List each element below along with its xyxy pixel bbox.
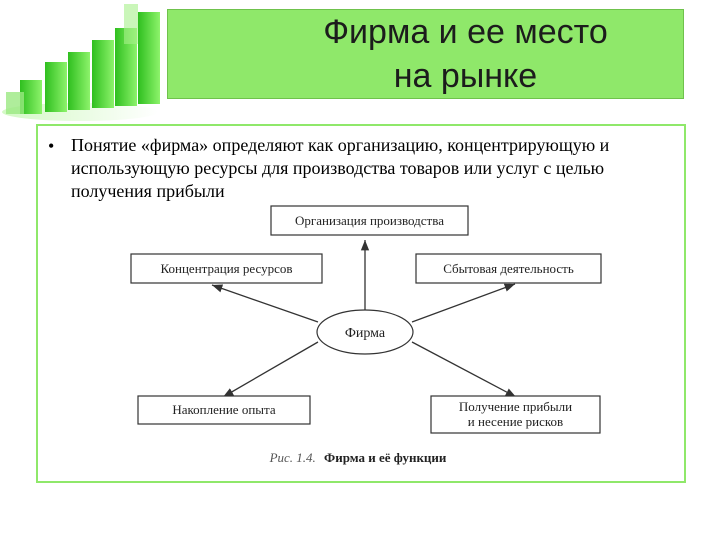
- box-top: [270, 205, 469, 236]
- box-right: [415, 253, 602, 284]
- label-bottom-right-line1: Получение прибыли: [459, 399, 572, 414]
- label-bottom-left: Накопление опыта: [172, 402, 275, 417]
- label-right: Сбытовая деятельность: [443, 261, 574, 276]
- arrow-to-bottom-right: [411, 341, 517, 398]
- bullet-marker: •: [48, 136, 55, 156]
- label-left: Концентрация ресурсов: [160, 261, 292, 276]
- title-banner: Фирма и ее место на рынке: [167, 9, 684, 99]
- caption-prefix: Рис. 1.4.: [269, 450, 316, 465]
- arrow-to-left: [211, 284, 319, 323]
- box-bottom-right: [430, 395, 601, 434]
- arrow-to-right: [411, 283, 516, 323]
- bullet-text: Понятие «фирма» определяют как организац…: [71, 135, 610, 201]
- label-top: Организация производства: [295, 213, 444, 228]
- center-ellipse: [316, 309, 414, 355]
- figure-caption: Рис. 1.4. Фирма и её функции: [269, 450, 447, 465]
- caption-title: Фирма и её функции: [324, 450, 447, 465]
- slide-title: Фирма и ее место на рынке: [323, 13, 608, 95]
- arrow-to-bottom-left: [222, 341, 319, 398]
- box-left: [130, 253, 323, 284]
- label-bottom-right-line2: и несение рисков: [468, 414, 563, 429]
- bar-chart-logo: [2, 4, 160, 121]
- box-bottom-left: [137, 395, 311, 425]
- label-center: Фирма: [345, 326, 386, 341]
